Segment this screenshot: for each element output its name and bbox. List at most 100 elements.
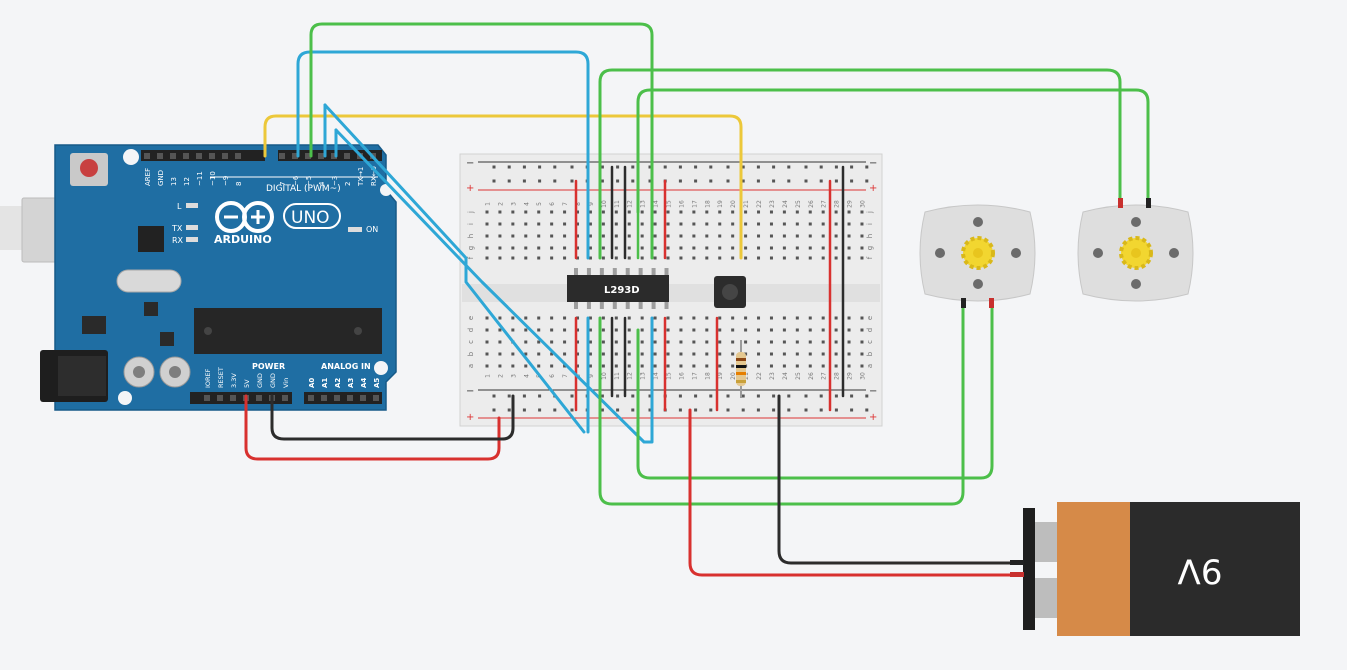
- breadboard-hole[interactable]: [782, 256, 786, 260]
- breadboard-hole[interactable]: [511, 234, 515, 238]
- rail-hole[interactable]: [772, 165, 776, 169]
- breadboard-hole[interactable]: [847, 210, 851, 214]
- breadboard-hole[interactable]: [718, 256, 722, 260]
- breadboard-hole[interactable]: [782, 316, 786, 320]
- rail-hole[interactable]: [787, 408, 791, 412]
- breadboard-hole[interactable]: [537, 234, 541, 238]
- breadboard-hole[interactable]: [524, 328, 528, 332]
- breadboard-hole[interactable]: [705, 246, 709, 250]
- breadboard-hole[interactable]: [563, 246, 567, 250]
- breadboard-hole[interactable]: [653, 234, 657, 238]
- breadboard-hole[interactable]: [808, 234, 812, 238]
- breadboard-hole[interactable]: [847, 256, 851, 260]
- breadboard-hole[interactable]: [769, 234, 773, 238]
- rail-hole[interactable]: [850, 165, 854, 169]
- breadboard-hole[interactable]: [563, 316, 567, 320]
- breadboard-hole[interactable]: [498, 328, 502, 332]
- breadboard-hole[interactable]: [601, 222, 605, 226]
- breadboard-hole[interactable]: [614, 316, 618, 320]
- rail-hole[interactable]: [804, 408, 808, 412]
- breadboard-hole[interactable]: [601, 210, 605, 214]
- breadboard-hole[interactable]: [485, 234, 489, 238]
- breadboard-hole[interactable]: [653, 328, 657, 332]
- breadboard-hole[interactable]: [834, 340, 838, 344]
- l293d-chip[interactable]: L293D: [567, 268, 669, 309]
- header-pin-hole[interactable]: [170, 153, 176, 159]
- breadboard-hole[interactable]: [731, 222, 735, 226]
- rail-hole[interactable]: [538, 394, 542, 398]
- rail-hole[interactable]: [522, 179, 526, 183]
- breadboard-hole[interactable]: [679, 340, 683, 344]
- breadboard-hole[interactable]: [795, 256, 799, 260]
- header-pin-hole[interactable]: [279, 153, 285, 159]
- breadboard-hole[interactable]: [537, 340, 541, 344]
- rail-hole[interactable]: [694, 408, 698, 412]
- breadboard-hole[interactable]: [769, 316, 773, 320]
- breadboard-hole[interactable]: [834, 364, 838, 368]
- breadboard-hole[interactable]: [769, 210, 773, 214]
- breadboard-hole[interactable]: [769, 256, 773, 260]
- breadboard-hole[interactable]: [795, 364, 799, 368]
- rail-hole[interactable]: [570, 179, 574, 183]
- breadboard-hole[interactable]: [563, 256, 567, 260]
- breadboard-hole[interactable]: [601, 328, 605, 332]
- breadboard-hole[interactable]: [666, 210, 670, 214]
- breadboard-hole[interactable]: [860, 234, 864, 238]
- rail-hole[interactable]: [787, 179, 791, 183]
- rail-hole[interactable]: [741, 394, 745, 398]
- header-pin-hole[interactable]: [196, 153, 202, 159]
- header-pin-hole[interactable]: [331, 153, 337, 159]
- rail-hole[interactable]: [709, 394, 713, 398]
- breadboard-hole[interactable]: [614, 210, 618, 214]
- breadboard-hole[interactable]: [731, 210, 735, 214]
- breadboard-hole[interactable]: [834, 246, 838, 250]
- breadboard-hole[interactable]: [576, 352, 580, 356]
- rail-hole[interactable]: [616, 165, 620, 169]
- breadboard-hole[interactable]: [731, 256, 735, 260]
- breadboard-hole[interactable]: [614, 352, 618, 356]
- rail-hole[interactable]: [600, 408, 604, 412]
- breadboard-hole[interactable]: [498, 210, 502, 214]
- breadboard-hole[interactable]: [601, 364, 605, 368]
- breadboard-hole[interactable]: [588, 328, 592, 332]
- breadboard-hole[interactable]: [834, 316, 838, 320]
- breadboard-hole[interactable]: [860, 210, 864, 214]
- breadboard-hole[interactable]: [588, 210, 592, 214]
- breadboard-hole[interactable]: [795, 352, 799, 356]
- rail-hole[interactable]: [865, 394, 869, 398]
- breadboard-hole[interactable]: [563, 210, 567, 214]
- breadboard-hole[interactable]: [847, 234, 851, 238]
- breadboard-hole[interactable]: [627, 328, 631, 332]
- breadboard-hole[interactable]: [524, 352, 528, 356]
- breadboard-hole[interactable]: [782, 328, 786, 332]
- breadboard-hole[interactable]: [679, 352, 683, 356]
- rail-hole[interactable]: [804, 179, 808, 183]
- breadboard-hole[interactable]: [757, 246, 761, 250]
- breadboard-hole[interactable]: [511, 352, 515, 356]
- breadboard-hole[interactable]: [808, 246, 812, 250]
- breadboard[interactable]: − + − + − + − + 112233445566778899101011…: [459, 153, 883, 427]
- rail-hole[interactable]: [553, 179, 557, 183]
- breadboard-hole[interactable]: [744, 246, 748, 250]
- rail-hole[interactable]: [570, 165, 574, 169]
- breadboard-hole[interactable]: [576, 234, 580, 238]
- rail-hole[interactable]: [507, 165, 511, 169]
- rail-hole[interactable]: [648, 179, 652, 183]
- breadboard-hole[interactable]: [744, 316, 748, 320]
- rail-hole[interactable]: [787, 165, 791, 169]
- breadboard-hole[interactable]: [627, 246, 631, 250]
- breadboard-hole[interactable]: [821, 246, 825, 250]
- breadboard-hole[interactable]: [718, 246, 722, 250]
- breadboard-hole[interactable]: [744, 210, 748, 214]
- breadboard-hole[interactable]: [860, 340, 864, 344]
- breadboard-hole[interactable]: [576, 340, 580, 344]
- breadboard-hole[interactable]: [847, 316, 851, 320]
- breadboard-hole[interactable]: [627, 256, 631, 260]
- breadboard-hole[interactable]: [821, 316, 825, 320]
- breadboard-hole[interactable]: [640, 340, 644, 344]
- breadboard-hole[interactable]: [821, 340, 825, 344]
- breadboard-hole[interactable]: [679, 222, 683, 226]
- breadboard-hole[interactable]: [524, 340, 528, 344]
- reset-button-cap[interactable]: [80, 159, 98, 177]
- breadboard-hole[interactable]: [705, 352, 709, 356]
